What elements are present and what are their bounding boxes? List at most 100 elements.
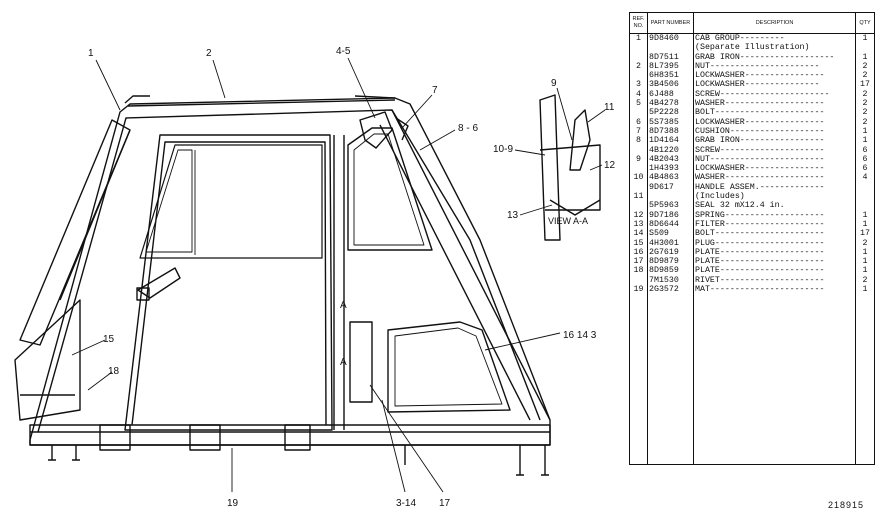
- cell-description: HANDLE ASSEM.-------------: [693, 182, 856, 193]
- parts-table-header: REF. NO. PART NUMBER DESCRIPTION QTY: [629, 12, 875, 34]
- cell-ref: 19: [629, 285, 648, 295]
- cell-part-number: 4B4863: [647, 173, 694, 183]
- cell-ref: 9: [629, 154, 648, 165]
- cell-part-number: 9D8460: [647, 33, 694, 44]
- cell-part-number: [647, 43, 694, 53]
- cell-qty: 1: [855, 126, 875, 137]
- cell-qty: 6: [855, 154, 875, 165]
- cell-qty: 2: [855, 71, 875, 81]
- cell-qty: 1: [855, 52, 875, 62]
- table-empty-cell: [855, 294, 875, 466]
- table-filler-row: [629, 294, 875, 466]
- section-a-lower: A: [340, 357, 347, 368]
- cell-part-number: 5P5963: [647, 201, 694, 211]
- cell-ref: 10: [629, 173, 648, 183]
- cell-description: BOLT----------------------: [693, 229, 856, 239]
- cell-part-number: 8D7511: [647, 52, 694, 62]
- cell-ref: 7: [629, 126, 648, 137]
- cell-description: LOCKWASHER----------------: [693, 164, 856, 174]
- figure-number: 218915: [828, 500, 865, 510]
- cell-ref: 4: [629, 89, 648, 100]
- cell-ref: 6: [629, 117, 648, 127]
- cell-qty: 1: [855, 33, 875, 44]
- callout-19: 19: [227, 498, 239, 509]
- callout-17: 17: [439, 498, 451, 509]
- cell-qty: 2: [855, 117, 875, 127]
- table-row: (Separate Illustration): [629, 43, 875, 53]
- cell-part-number: 5P2228: [647, 108, 694, 118]
- cell-part-number: 6H8351: [647, 71, 694, 81]
- view-a-a-label: VIEW A-A: [548, 216, 588, 226]
- cell-part-number: 7M1530: [647, 275, 694, 286]
- cell-part-number: 4B2043: [647, 154, 694, 165]
- table-empty-cell: [629, 294, 648, 466]
- cell-description: SEAL 32 mX12.4 in.: [693, 201, 856, 211]
- cell-part-number: 2G7619: [647, 247, 694, 258]
- callout-16-14-3: 16 14 3: [563, 330, 597, 341]
- cell-qty: 6: [855, 164, 875, 174]
- cell-description: LOCKWASHER---------------: [693, 80, 856, 90]
- cell-part-number: 8D9879: [647, 257, 694, 267]
- callout-11: 11: [604, 102, 615, 113]
- callout-7: 7: [432, 85, 438, 96]
- cell-description: NUT----------------------: [693, 61, 856, 72]
- table-empty-cell: [693, 294, 856, 466]
- cell-description: BOLT----------------------: [693, 108, 856, 118]
- cell-ref: 17: [629, 257, 648, 267]
- cell-ref: 3: [629, 80, 648, 90]
- cell-part-number: S509: [647, 229, 694, 239]
- cell-qty: 1: [855, 136, 875, 146]
- callout-2: 2: [206, 48, 212, 59]
- header-description: DESCRIPTION: [693, 12, 856, 34]
- cell-description: MAT-----------------------: [693, 285, 856, 295]
- cell-part-number: 4B1220: [647, 145, 694, 155]
- cell-ref: 5: [629, 99, 648, 109]
- cell-description: PLUG----------------------: [693, 238, 856, 248]
- cell-ref: [629, 164, 648, 174]
- cell-qty: 17: [855, 229, 875, 239]
- callout-12: 12: [604, 160, 616, 171]
- cell-ref: [629, 108, 648, 118]
- cell-ref: 15: [629, 238, 648, 248]
- cell-description: SPRING--------------------: [693, 210, 856, 220]
- cell-description: WASHER--------------------: [693, 99, 856, 109]
- cell-description: RIVET---------------------: [693, 275, 856, 286]
- cell-part-number: 9D617: [647, 182, 694, 193]
- cell-part-number: 5S7385: [647, 117, 694, 127]
- cell-description: PLATE---------------------: [693, 266, 856, 276]
- cell-qty: 2: [855, 238, 875, 248]
- cell-qty: 1: [855, 266, 875, 276]
- cell-ref: 8: [629, 136, 648, 146]
- cell-description: SCREW----------------------: [693, 89, 856, 100]
- cell-qty: [855, 43, 875, 53]
- cell-ref: 11: [629, 192, 648, 202]
- cell-qty: 2: [855, 61, 875, 72]
- cell-part-number: 1D4164: [647, 136, 694, 146]
- cell-description: (Separate Illustration): [693, 43, 856, 53]
- cell-description: SCREW---------------------: [693, 145, 856, 155]
- cell-description: PLATE---------------------: [693, 257, 856, 267]
- cell-description: PLATE---------------------: [693, 247, 856, 258]
- cell-ref: 18: [629, 266, 648, 276]
- cell-description: CUSHION-------------------: [693, 126, 856, 137]
- cell-qty: 1: [855, 257, 875, 267]
- cell-description: WASHER--------------------: [693, 173, 856, 183]
- cell-part-number: 9D7186: [647, 210, 694, 220]
- header-qty: QTY: [855, 12, 875, 34]
- table-row: 11(Includes): [629, 192, 875, 202]
- cell-ref: 16: [629, 247, 648, 258]
- cell-qty: 6: [855, 145, 875, 155]
- cell-qty: 1: [855, 285, 875, 295]
